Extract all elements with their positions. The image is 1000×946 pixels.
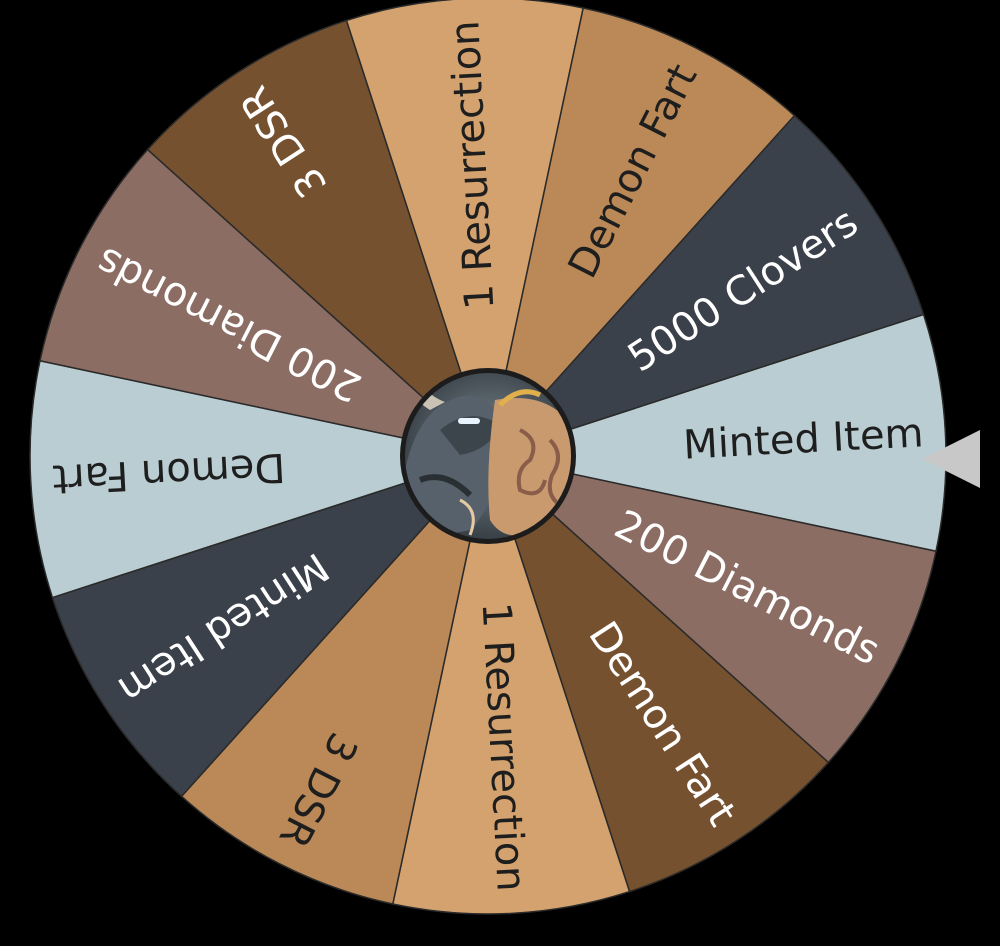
wheel-hub[interactable]	[400, 368, 580, 548]
wheel-pointer-icon	[922, 430, 980, 488]
demon-warrior-avatar-icon	[405, 373, 571, 539]
